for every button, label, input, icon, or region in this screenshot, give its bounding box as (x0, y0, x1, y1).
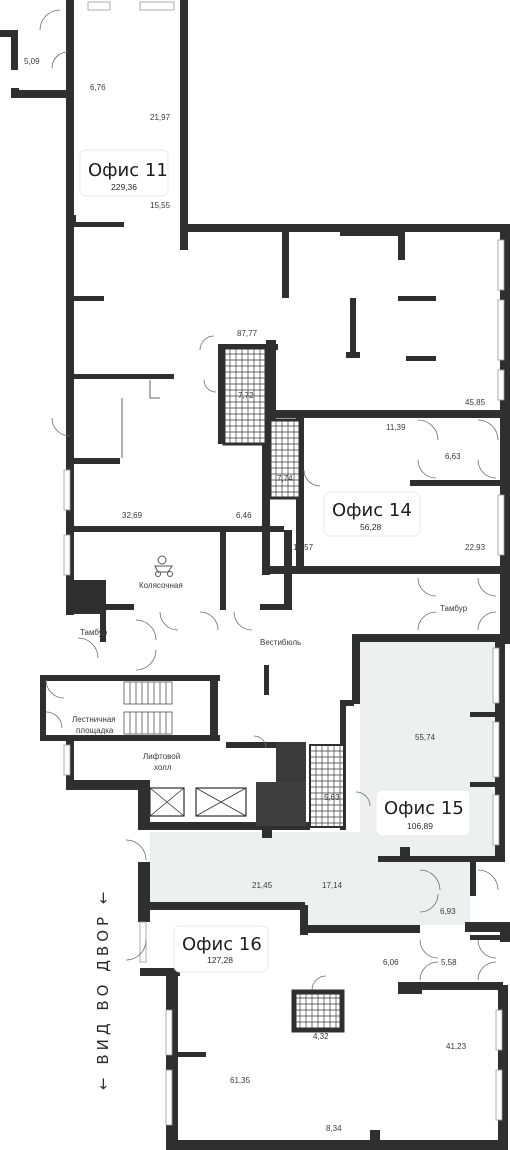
stair-steps (121, 380, 173, 735)
area-label: 55,74 (415, 733, 436, 742)
staircase-grid-lower (291, 989, 345, 1033)
courtyard-view-label: ← ВИД ВО ДВОР ← (94, 888, 112, 1090)
area-label: 4,32 (313, 1032, 329, 1041)
room-name-lift-1: Лифтовой (143, 752, 180, 761)
lift-shafts (149, 787, 247, 817)
office-title: Офис 11 (88, 160, 168, 181)
office-title: Офис 15 (384, 798, 464, 819)
room-name-vestibule-right: Тамбур (440, 604, 468, 613)
area-label: 32,69 (122, 511, 143, 520)
office-title: Офис 14 (332, 500, 412, 521)
area-label: 6,46 (236, 511, 252, 520)
area-label: 6,76 (90, 83, 106, 92)
area-label: 17,14 (322, 881, 343, 890)
area-label: 61,35 (230, 1076, 251, 1085)
area-label: 87,77 (237, 329, 258, 338)
office-card-14[interactable]: Офис 14 56,28 (323, 491, 421, 537)
area-label: 10,57 (293, 543, 314, 552)
area-label: 45,85 (465, 398, 486, 407)
staircase-grid-upper (222, 346, 302, 500)
area-label: 7,72 (238, 391, 254, 400)
area-label: 5,09 (24, 57, 40, 66)
office-area: 127,28 (207, 955, 233, 965)
area-label: 5,63 (324, 793, 340, 802)
office-area: 229,36 (111, 182, 137, 192)
room-name-stroller: Колясочная (139, 581, 183, 590)
office-area: 56,28 (360, 522, 382, 532)
office-area: 106,89 (407, 821, 433, 831)
office-card-11[interactable]: Офис 11 229,36 (79, 149, 169, 197)
room-name-vestibule-left: Тамбур (80, 628, 108, 637)
room-name-stair-1: Лестничная (72, 715, 116, 724)
area-label: 8,34 (326, 1124, 342, 1133)
area-label: 6,63 (445, 452, 461, 461)
area-label: 21,45 (252, 881, 273, 890)
area-label: 15,55 (150, 201, 171, 210)
office-card-16[interactable]: Офис 16 127,28 (173, 925, 269, 973)
office-card-15[interactable]: Офис 15 106,89 (375, 789, 471, 837)
stroller-icon (154, 555, 173, 577)
room-name-lift-2: холл (154, 763, 172, 772)
office-title: Офис 16 (182, 934, 262, 955)
doors (39, 9, 499, 991)
room-area-labels: 5,09 6,76 21,97 15,55 87,77 45,85 11,39 … (24, 57, 486, 1133)
room-name-lobby: Вестибюль (260, 638, 301, 647)
area-label: 6,06 (383, 958, 399, 967)
area-label: 11,39 (386, 423, 406, 432)
area-label: 5,58 (441, 958, 457, 967)
area-label: 41,23 (446, 1042, 467, 1051)
staircase-grid-middle (309, 744, 345, 828)
area-label: 22,93 (465, 543, 486, 552)
area-label: 7,74 (277, 474, 293, 483)
room-name-stair-2: площадка (76, 726, 114, 735)
room-name-labels: Колясочная Тамбур Тамбур Вестибюль Лестн… (72, 581, 468, 772)
area-label: 6,93 (440, 907, 456, 916)
area-label: 21,97 (150, 113, 171, 122)
